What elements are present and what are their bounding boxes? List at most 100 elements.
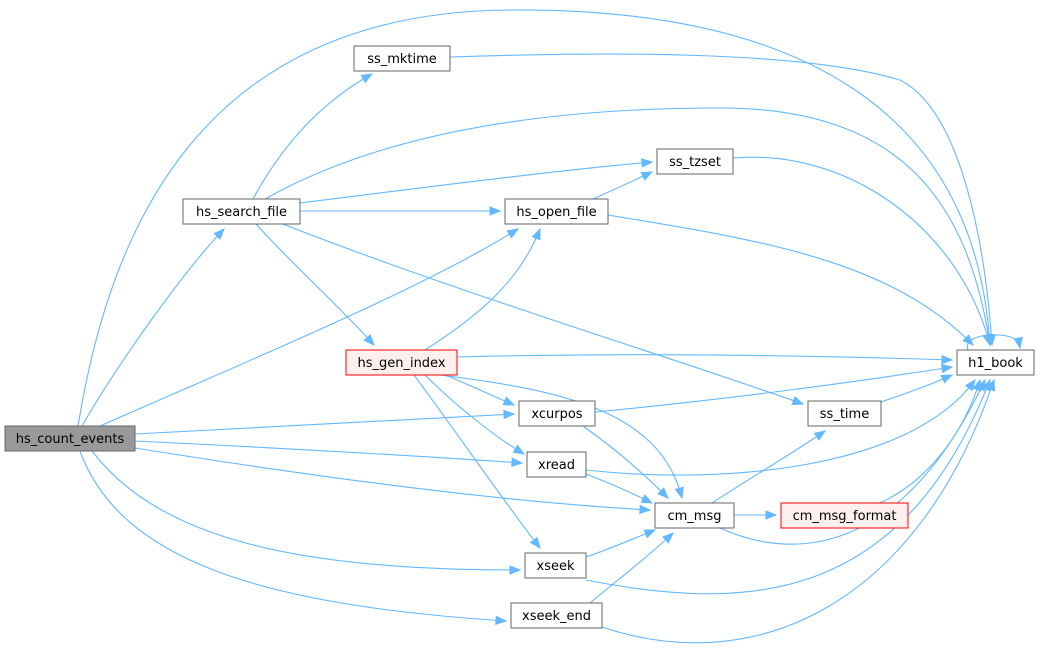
edge-line — [732, 156, 991, 346]
node-cm_msg[interactable]: cm_msg — [654, 502, 735, 529]
node-label: hs_search_file — [196, 205, 287, 220]
node-xseek[interactable]: xseek — [524, 552, 587, 579]
node-box[interactable] — [510, 602, 603, 629]
edge-cm_msg_format-to-h1_book — [879, 378, 982, 504]
node-ss_tzset[interactable]: ss_tzset — [656, 148, 734, 175]
node-box[interactable] — [807, 400, 882, 427]
node-box[interactable] — [353, 45, 451, 72]
node-xcurpos[interactable]: xcurpos — [518, 400, 596, 427]
edge-hs_search_file-to-ss_mktime — [252, 73, 374, 200]
edge-line — [299, 161, 653, 204]
edge-line — [585, 379, 976, 476]
edge-hs_count_events-to-hs_search_file — [81, 228, 225, 427]
arrow-head-icon — [674, 486, 684, 500]
arrow-head-icon — [360, 73, 374, 84]
edge-ss_time-to-h1_book — [880, 374, 954, 403]
edge-line — [91, 450, 521, 571]
edge-line — [255, 223, 375, 346]
node-box[interactable] — [956, 349, 1035, 376]
edge-line — [413, 374, 541, 549]
arrow-head-icon — [529, 536, 541, 550]
arrow-head-icon — [941, 354, 954, 365]
node-box[interactable] — [654, 502, 735, 529]
edge-xread-to-cm_msg — [585, 473, 654, 504]
edge-line — [607, 214, 974, 346]
node-box[interactable] — [345, 349, 458, 376]
edge-line — [585, 379, 991, 595]
node-box[interactable] — [526, 451, 587, 478]
node-cm_msg_format[interactable]: cm_msg_format — [780, 502, 909, 529]
node-label: ss_mktime — [367, 52, 437, 67]
edge-hs_count_events-to-cm_msg — [134, 447, 652, 515]
edge-hs_search_file-to-ss_tzset — [299, 158, 654, 204]
edge-hs_count_events-to-xread — [134, 440, 524, 468]
arrow-head-icon — [964, 378, 976, 392]
edge-line — [99, 228, 519, 427]
edge-line — [134, 447, 651, 511]
edge-line — [444, 374, 515, 406]
node-label: xseek — [537, 559, 575, 574]
edge-hs_gen_index-to-h1_book — [456, 354, 954, 365]
node-label: hs_open_file — [516, 205, 596, 220]
arrow-head-icon — [489, 206, 502, 216]
node-hs_gen_index[interactable]: hs_gen_index — [345, 349, 458, 376]
edge-line — [879, 379, 981, 504]
edge-hs_open_file-to-ss_tzset — [592, 171, 654, 200]
arrow-head-icon — [641, 158, 654, 168]
edge-xcurpos-to-h1_book — [594, 363, 954, 413]
edge-line — [449, 53, 993, 346]
edge-hs_count_events-to-xseek — [91, 450, 522, 575]
edge-xseek-to-cm_msg — [585, 529, 657, 558]
arrow-head-icon — [972, 378, 982, 392]
node-hs_count_events[interactable]: hs_count_events — [4, 425, 136, 452]
node-xseek_end[interactable]: xseek_end — [510, 602, 603, 629]
edge-line — [594, 366, 953, 413]
edge-xread-to-h1_book — [585, 378, 976, 476]
arrow-head-icon — [657, 487, 669, 499]
arrow-head-icon — [640, 494, 654, 504]
arrow-head-icon — [639, 504, 652, 515]
arrow-head-icon — [1013, 336, 1023, 350]
node-ss_time[interactable]: ss_time — [807, 400, 882, 427]
edge-line — [456, 354, 953, 361]
edge-line — [134, 440, 523, 464]
node-box[interactable] — [518, 400, 596, 427]
arrow-head-icon — [502, 396, 516, 406]
node-hs_open_file[interactable]: hs_open_file — [504, 198, 609, 225]
node-box[interactable] — [524, 552, 587, 579]
edge-xseek_end-to-cm_msg — [589, 532, 674, 604]
edge-line — [880, 374, 953, 403]
edge-hs_search_file-to-hs_gen_index — [255, 223, 375, 346]
edge-hs_count_events-to-xcurpos — [134, 409, 516, 435]
edge-hs_open_file-to-h1_book — [607, 214, 974, 346]
node-box[interactable] — [780, 502, 909, 529]
node-box[interactable] — [4, 425, 136, 452]
arrow-head-icon — [509, 565, 522, 575]
node-label: xcurpos — [531, 407, 582, 422]
arrow-head-icon — [986, 378, 996, 392]
node-h1_book[interactable]: h1_book — [956, 349, 1035, 376]
edge-line — [134, 413, 515, 435]
node-box[interactable] — [504, 198, 609, 225]
edge-line — [589, 532, 674, 604]
arrow-head-icon — [506, 228, 520, 239]
node-label: h1_book — [968, 356, 1023, 371]
arrow-head-icon — [940, 374, 954, 384]
node-label: hs_gen_index — [357, 356, 445, 371]
node-box[interactable] — [182, 198, 301, 225]
edge-line — [711, 430, 826, 504]
node-label: xseek_end — [522, 609, 591, 624]
edges-layer — [77, 9, 1023, 644]
arrow-head-icon — [512, 444, 526, 455]
arrow-head-icon — [662, 532, 674, 544]
edge-xseek_end-to-h1_book — [601, 378, 996, 644]
arrow-head-icon — [511, 457, 524, 468]
node-ss_mktime[interactable]: ss_mktime — [353, 45, 451, 72]
node-hs_search_file[interactable]: hs_search_file — [182, 198, 301, 225]
edge-line — [585, 529, 656, 558]
node-label: ss_time — [820, 407, 869, 422]
node-box[interactable] — [656, 148, 734, 175]
node-xread[interactable]: xread — [526, 451, 587, 478]
edge-hs_gen_index-to-xcurpos — [444, 374, 516, 406]
